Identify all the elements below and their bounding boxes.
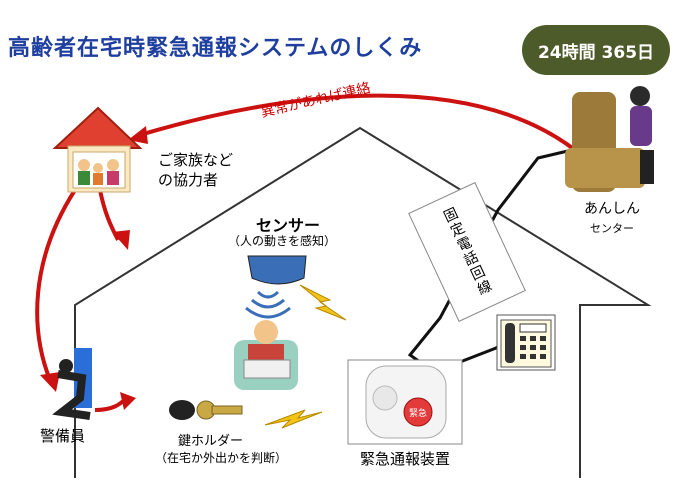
family-label-line2: の協力者: [158, 171, 219, 189]
key-holder-description: （在宅か外出かを判断）: [155, 451, 288, 465]
key-holder-icon: [169, 400, 243, 420]
guard-label: 警備員: [40, 427, 86, 445]
page-title: 高齢者在宅時緊急通報システムのしくみ: [8, 36, 423, 61]
device-label: 緊急通報装置: [360, 450, 451, 468]
alert-arrow-head-family: [128, 126, 148, 144]
telephone-icon: [496, 314, 556, 371]
phone-line-label: 固定電話回線: [439, 205, 495, 299]
key-signal-icon: [264, 409, 323, 429]
family-label-line1: ご家族など: [158, 151, 234, 169]
emergency-device-icon: 緊急: [347, 359, 463, 445]
center-label: あんしん: [584, 201, 640, 217]
arrow-guard-to-house: [94, 396, 128, 412]
arrow-head-guard: [40, 372, 60, 392]
family-label: ご家族など の協力者: [158, 150, 233, 190]
family-house-icon: [52, 106, 143, 193]
house-outline: [74, 126, 652, 478]
device-button-label: 緊急: [409, 407, 427, 419]
center-sublabel: センター: [590, 222, 634, 235]
arrow-family-to-guard: [35, 188, 77, 381]
operator-icon: [565, 86, 654, 192]
arrow-head-house: [112, 230, 130, 250]
sensor-icon: [245, 255, 307, 319]
arrow-label: 異常があれば連絡: [259, 80, 372, 121]
sensor-description: （人の動きを感知）: [228, 234, 337, 248]
availability-badge: 24時間 365日: [522, 25, 670, 75]
key-holder-label: 鍵ホルダー: [178, 434, 244, 449]
sensor-signal-icon: [299, 284, 347, 321]
alert-arrow-center-to-family: [139, 93, 577, 152]
arrow-head-into-house: [120, 392, 136, 410]
sensor-label: センサー: [256, 216, 321, 235]
security-guard-icon: [52, 348, 92, 420]
elderly-person-icon: [234, 320, 298, 390]
